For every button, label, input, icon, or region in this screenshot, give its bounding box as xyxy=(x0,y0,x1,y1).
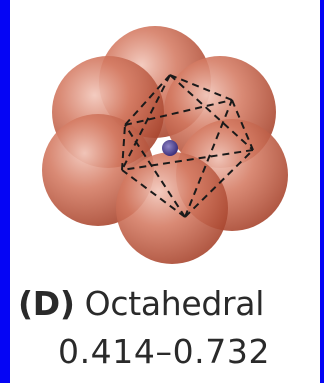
caption-ratio-range: 0.414–0.732 xyxy=(58,335,270,368)
caption-title: (D) Octahedral xyxy=(18,287,318,320)
central-cation xyxy=(162,140,178,156)
figure-caption: (D)Octahedral 0.414–0.732 xyxy=(18,287,318,320)
caption-label: (D) xyxy=(18,284,75,323)
octahedral-coordination-diagram xyxy=(10,0,320,290)
caption-geometry: Octahedral xyxy=(85,284,264,323)
